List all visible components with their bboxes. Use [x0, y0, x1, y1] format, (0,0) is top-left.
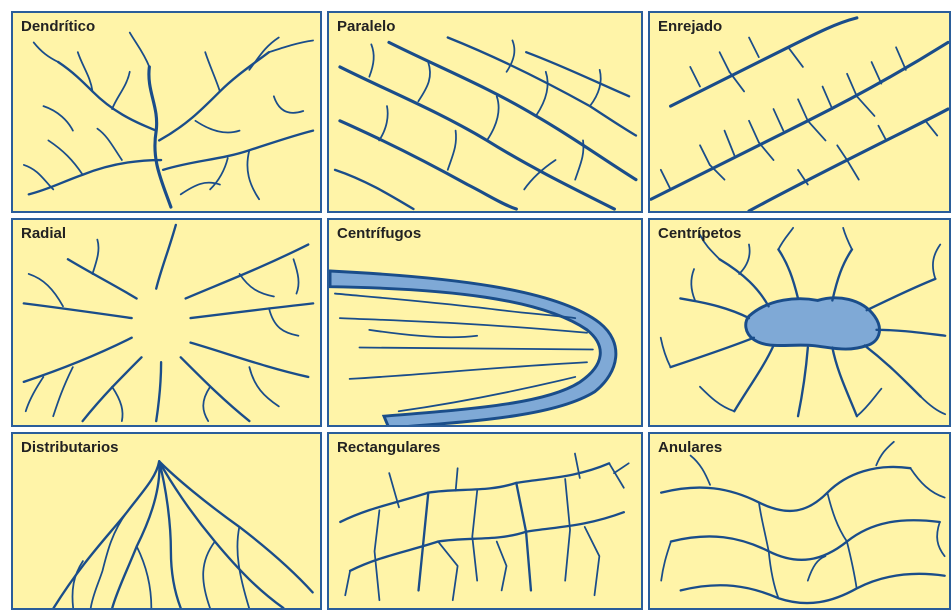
panel-title: Centrípetos	[658, 225, 741, 242]
rectangular-drainage-drawing	[329, 434, 641, 608]
panel-title: Centrífugos	[337, 225, 421, 242]
panel-dendritic: Dendrítico	[11, 11, 322, 213]
panel-annular: Anulares	[648, 432, 951, 610]
panel-distributary: Distributarios	[11, 432, 322, 610]
annular-drainage-drawing	[650, 434, 949, 608]
panel-title: Enrejado	[658, 18, 722, 35]
panel-radial: Radial	[11, 218, 322, 427]
panel-title: Paralelo	[337, 18, 395, 35]
trellis-drainage-drawing	[650, 13, 949, 211]
parallel-drainage-drawing	[329, 13, 641, 211]
panel-centrifugal: Centrífugos	[327, 218, 643, 427]
panel-title: Dendrítico	[21, 18, 95, 35]
panel-title: Distributarios	[21, 439, 119, 456]
panel-trellis: Enrejado	[648, 11, 951, 213]
panel-title: Radial	[21, 225, 66, 242]
distributary-drainage-drawing	[13, 434, 320, 608]
panel-title: Anulares	[658, 439, 722, 456]
centripetal-drainage-drawing	[650, 220, 949, 425]
centrifugal-drainage-drawing	[329, 220, 641, 425]
panel-title: Rectangulares	[337, 439, 440, 456]
panel-rectangular: Rectangulares	[327, 432, 643, 610]
radial-drainage-drawing	[13, 220, 320, 425]
panel-parallel: Paralelo	[327, 11, 643, 213]
dendritic-drainage-drawing	[13, 13, 320, 211]
panel-centripetal: Centrípetos	[648, 218, 951, 427]
